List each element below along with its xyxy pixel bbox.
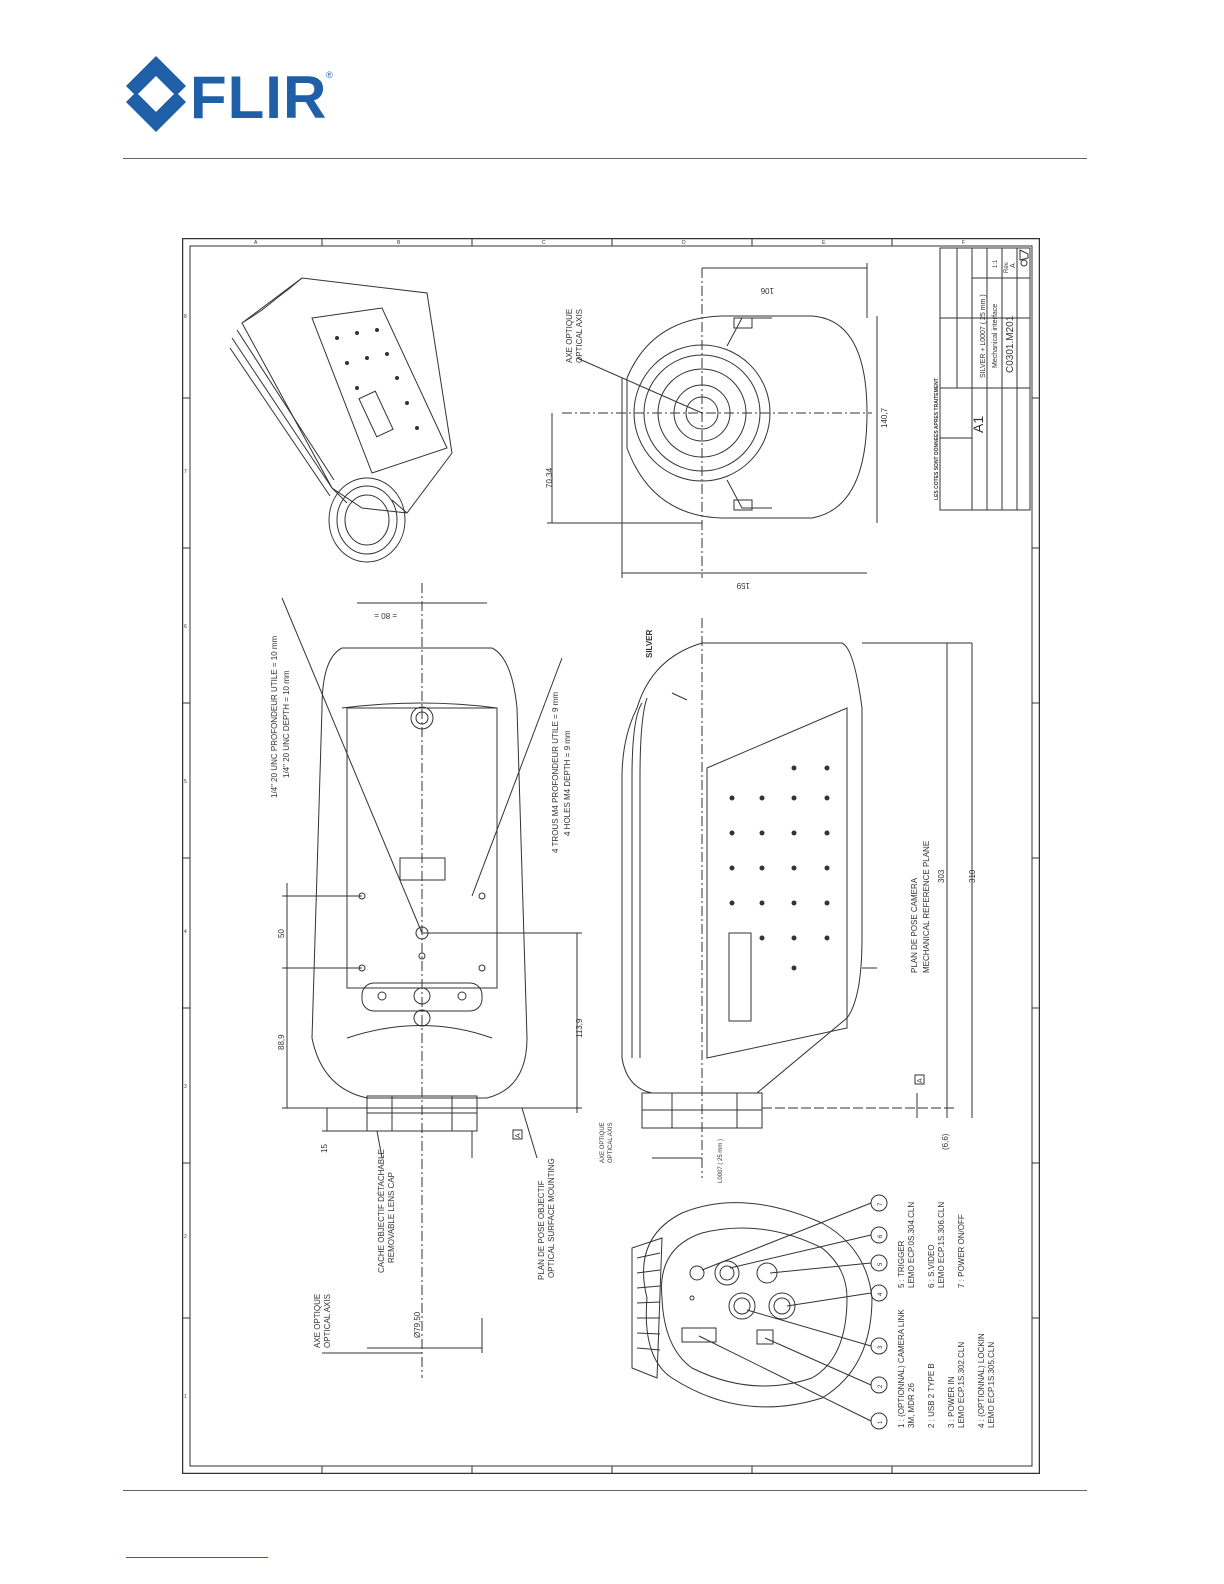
drawing-subtitle: Mechanical interface — [992, 304, 999, 368]
callout-number: 3 — [878, 1345, 884, 1349]
dim-303: 303 — [937, 869, 946, 883]
logo-wordmark: FLIR — [190, 64, 327, 131]
bottom-view — [281, 583, 582, 1378]
dim-88-9: 88,9 — [277, 1034, 286, 1050]
zone-letter: E — [822, 240, 826, 246]
dim-310: 310 — [968, 869, 977, 883]
zone-number: 2 — [184, 1234, 187, 1240]
callout-number: 7 — [878, 1202, 884, 1206]
sheet-size: A1 — [970, 416, 986, 433]
drawing-scale: 1:1 — [993, 259, 999, 268]
drawing-title: SILVER + L0007 ( 25 mm ) — [980, 294, 987, 378]
isometric-dots — [335, 328, 419, 430]
title-block-frame — [939, 247, 1031, 511]
optical-axis-bottom-fr: AXE OPTIQUE — [313, 1294, 322, 1348]
callout-number: 2 — [878, 1384, 884, 1388]
projection-symbol-icon — [1019, 249, 1029, 267]
connector-6-line1: 6 : S.VIDEO — [927, 1244, 936, 1288]
lens-mount-label-en: OPTICAL SURFACE MOUNTING — [547, 1158, 556, 1278]
dim-80: = 80 = — [374, 611, 397, 620]
lens-cap-label-fr: CACHE OBJECTIF DÉTACHABLE — [377, 1149, 386, 1273]
silver-label: SILVER — [645, 629, 654, 658]
callout-number: 1 — [878, 1420, 884, 1424]
zone-number: 4 — [184, 929, 187, 935]
connector-6-line2: LEMO ECP.1S.306.CLN — [937, 1202, 946, 1288]
rear-view — [631, 1194, 888, 1430]
holes-label-en: 4 HOLES M4 DEPTH = 9 mm — [563, 730, 572, 836]
lens-mount-label-fr: PLAN DE POSE OBJECTIF — [537, 1180, 546, 1280]
ref-plane-label-fr: PLAN DE POSE CAMERA — [910, 877, 919, 973]
dim-diameter: Ø79,50 — [413, 1311, 422, 1338]
flir-diamond-icon — [126, 56, 186, 132]
connector-7-line1: 7 : POWER ON/OFF — [957, 1214, 966, 1288]
connector-1-line2: 3M, MDR 26 — [907, 1383, 916, 1428]
zone-number: 7 — [184, 469, 187, 475]
zone-letter: C — [542, 240, 546, 246]
lens-model-label: L0007 ( 25 mm ) — [718, 1139, 724, 1183]
rev-value: A — [1010, 263, 1017, 268]
connector-3-line2: LEMO ECP.1S.302.CLN — [957, 1342, 966, 1428]
optical-axis-label-fr: AXE OPTIQUE — [565, 309, 574, 363]
datum-box-bottom — [512, 1129, 523, 1140]
callout-number: 6 — [878, 1234, 884, 1238]
connector-2-line1: 2 : USB 2 TYPE B — [927, 1363, 936, 1428]
callout-number: 4 — [878, 1292, 884, 1296]
inner-frame — [189, 245, 1033, 1467]
zone-number: 5 — [184, 779, 187, 785]
dim-width-front: 106 — [760, 286, 774, 295]
dim-axis-height: 70,34 — [545, 467, 554, 488]
connector-1-line1: 1 : (OPTIONNAL) CAMERA LINK — [897, 1309, 906, 1428]
holes-label-fr: 4 TROUS M4 PROFONDEUR UTILE = 9 mm — [551, 692, 560, 853]
rev-label: Rev. — [1004, 261, 1010, 273]
connector-3-line1: 3 : POWER IN — [947, 1376, 956, 1428]
zone-number: 3 — [184, 1084, 187, 1090]
optical-axis-side-en: OPTICAL AXIS — [608, 1123, 614, 1163]
connector-5-line1: 5 : TRIGGER — [897, 1240, 906, 1288]
side-view — [621, 618, 973, 1178]
zone-number: 1 — [184, 1394, 187, 1400]
dim-159: 159 — [736, 581, 750, 590]
zone-letter: D — [682, 240, 686, 246]
side-view-dots — [729, 765, 830, 971]
zone-number: 6 — [184, 624, 187, 630]
optical-axis-side-fr: AXE OPTIQUE — [600, 1122, 606, 1163]
zone-letter: A — [254, 240, 258, 246]
dim-15: 15 — [320, 1144, 329, 1153]
zone-letter: F — [962, 240, 965, 246]
dim-113-9: 113,9 — [575, 1018, 584, 1038]
connector-4-line2: LEMO ECP.1S.305.CLN — [987, 1342, 996, 1428]
connector-5-line2: LEMO ECP.0S.304.CLN — [907, 1202, 916, 1288]
footer-link-underline[interactable] — [126, 1557, 268, 1558]
callout-number: 5 — [878, 1262, 884, 1266]
outer-frame — [182, 238, 1040, 1474]
optical-axis-bottom-en: OPTICAL AXIS — [323, 1294, 332, 1348]
isometric-camera-view — [229, 277, 453, 563]
title-block-note: LES COTES SONT DONNEES APRES TRAITEMENT — [934, 378, 940, 500]
connector-4-line1: 4 : (OPTIONNAL) LOCKIN — [977, 1333, 986, 1428]
thread-label-fr: 1/4" 20 UNC PROFONDEUR UTILE = 10 mm — [270, 635, 279, 798]
mechanical-drawing: A B C D E F 8 7 6 5 4 3 2 1 AXE OPTIQUE … — [182, 238, 1040, 1474]
zone-letter: B — [397, 240, 401, 246]
ref-plane-label-en: MECHANICAL REFERENCE PLANE — [922, 841, 931, 973]
front-view — [547, 263, 878, 578]
flir-logo: FLIR ® — [126, 56, 333, 132]
registered-mark: ® — [326, 70, 333, 80]
datum-a-side: A — [917, 1078, 924, 1083]
zone-number: 8 — [184, 314, 187, 320]
lens-cap-label-en: REMOVABLE LENS CAP — [387, 1172, 396, 1263]
datum-box-side — [914, 1074, 925, 1085]
dim-height-front: 140,7 — [880, 407, 889, 428]
zone-ticks — [182, 238, 1040, 1474]
header-rule — [123, 158, 1087, 159]
dim-6-6: (6,6) — [941, 1133, 950, 1150]
footer-rule — [123, 1490, 1087, 1491]
drawing-number: C0301.M201 — [1005, 315, 1016, 373]
datum-a-bottom: A — [515, 1133, 522, 1138]
optical-axis-label-en: OPTICAL AXIS — [575, 309, 584, 363]
dim-50: 50 — [277, 929, 286, 938]
thread-label-en: 1/4" 20 UNC DEPTH = 10 mm — [282, 670, 291, 778]
